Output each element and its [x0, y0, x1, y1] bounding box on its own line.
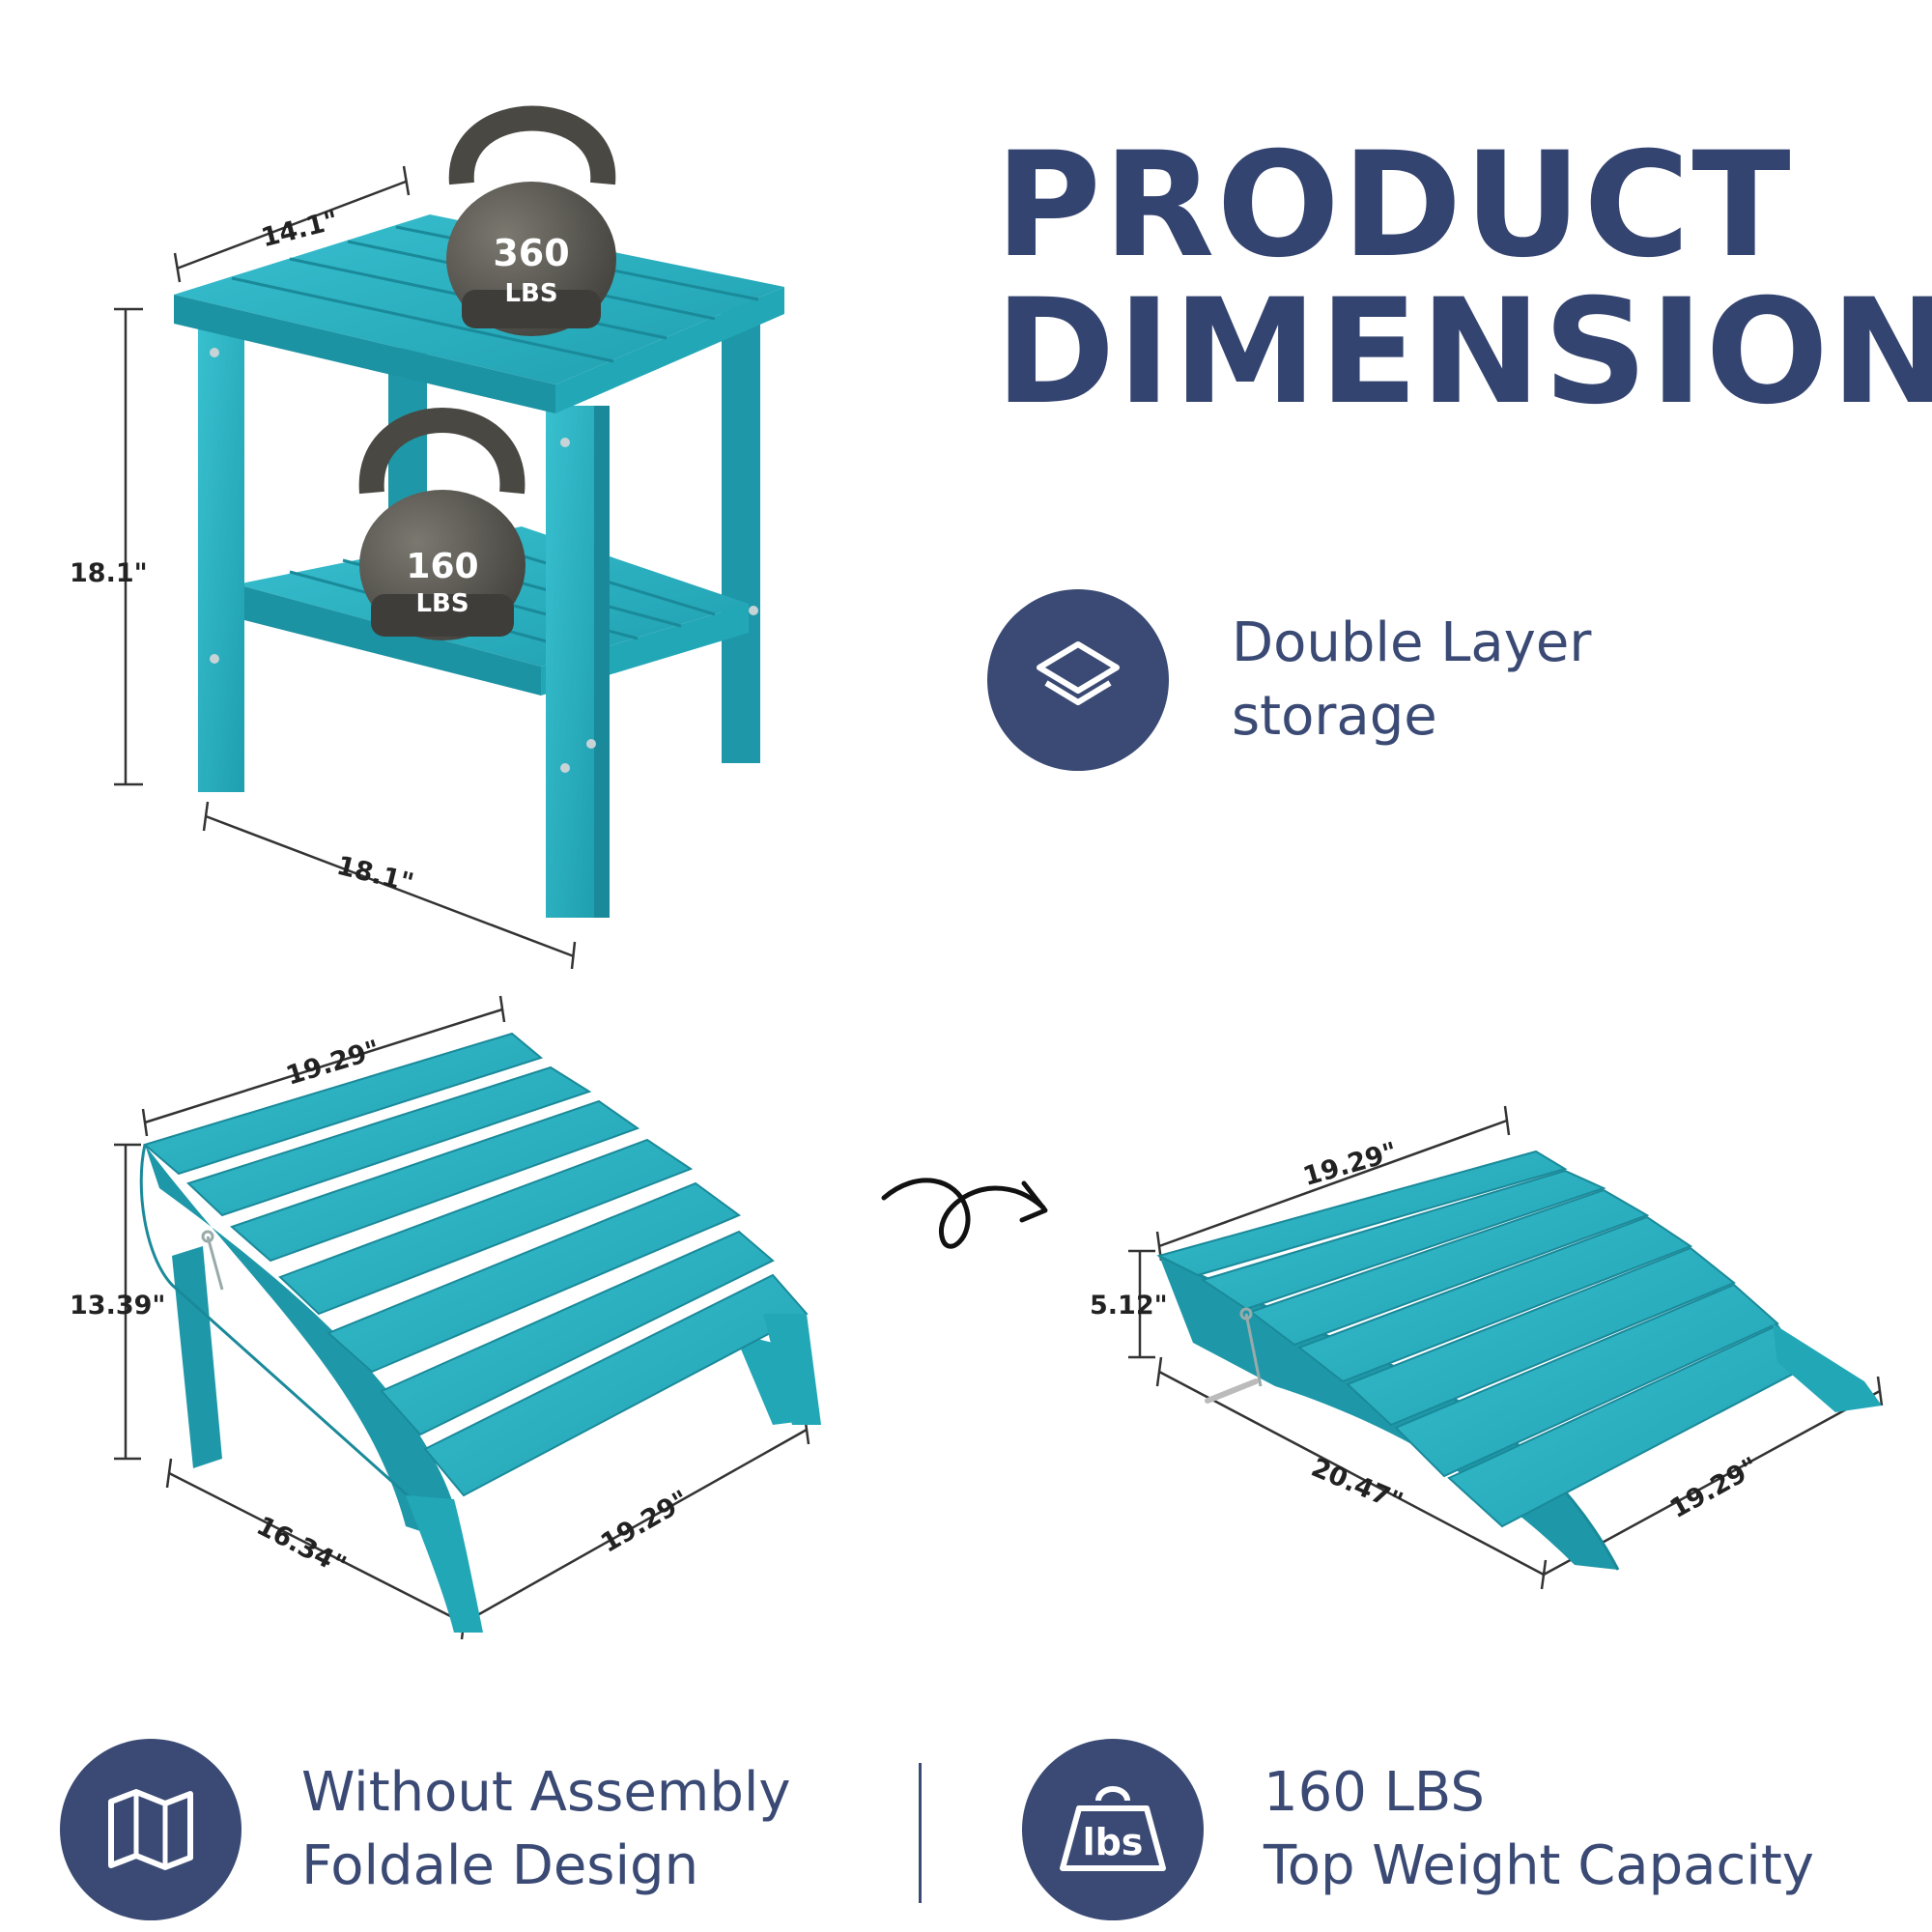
ottoman-folded-illustration	[1128, 1105, 1884, 1590]
double-layer-line2: storage	[1232, 684, 1437, 748]
shelf-load-value: 160	[406, 547, 478, 586]
weight-badge: lbs	[1022, 1739, 1204, 1920]
double-layer-text: Double Layer storage	[1232, 607, 1591, 753]
assembly-badge	[60, 1739, 242, 1920]
feature-divider	[919, 1763, 922, 1903]
ottoman-folded-height: 5.12"	[1090, 1291, 1168, 1321]
double-layer-badge	[987, 589, 1169, 771]
ottoman-unfolded-height: 13.39"	[70, 1291, 166, 1321]
weight-line1: 160 LBS	[1264, 1761, 1485, 1824]
weight-icon-label: lbs	[1083, 1821, 1144, 1863]
top-load-unit: LBS	[504, 279, 557, 308]
assembly-line2: Foldale Design	[301, 1833, 699, 1897]
side-table-height: 18.1"	[70, 558, 148, 588]
side-table-dimension-lines	[114, 165, 577, 970]
folded-map-icon	[108, 1789, 193, 1870]
kettlebell-360-icon	[446, 105, 616, 336]
weight-text: 160 LBS Top Weight Capacity	[1264, 1756, 1814, 1902]
page-title-line2: DIMENSION	[995, 269, 1932, 437]
shelf-load-unit: LBS	[415, 589, 469, 618]
ottoman-unfolded-illustration	[114, 995, 821, 1640]
page-title-line1: PRODUCT	[995, 122, 1793, 290]
top-load-value: 360	[493, 232, 569, 274]
weight-line2: Top Weight Capacity	[1264, 1833, 1814, 1897]
kettlebell-160-icon	[358, 408, 526, 640]
fold-arrow-icon	[881, 1178, 1048, 1249]
layers-icon	[1037, 641, 1120, 705]
assembly-text: Without Assembly Foldale Design	[301, 1756, 791, 1902]
double-layer-line1: Double Layer	[1232, 611, 1592, 674]
side-table-illustration: 360 LBS 160 LBS	[114, 105, 784, 970]
weight-lbs-icon: lbs	[1060, 1786, 1166, 1871]
assembly-line1: Without Assembly	[301, 1761, 791, 1824]
